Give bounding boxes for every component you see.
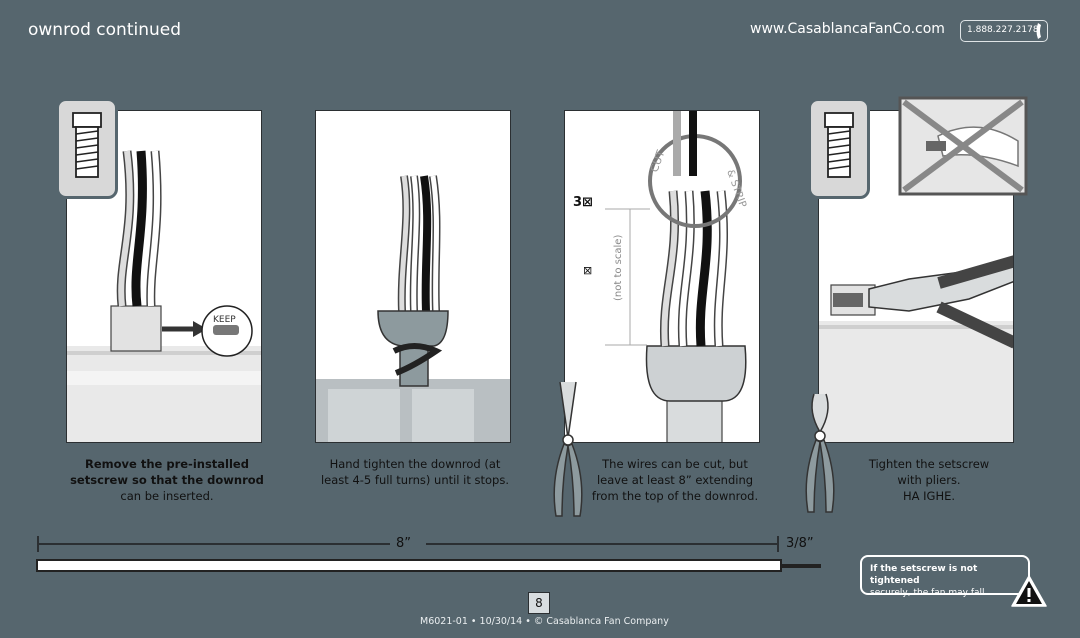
cut-label: CUT (648, 148, 668, 174)
warning-box: If the setscrew is not tightened securel… (860, 555, 1030, 598)
caption-panel4-line3: HA IGHE. (902, 489, 956, 503)
caption-panel4: Tighten the setscrew with pliers. HA IGH… (824, 456, 1034, 504)
bolt-icon (72, 112, 102, 178)
page-title: ownrod continued (28, 20, 181, 40)
caption-panel1-bold: Remove the pre-installed setscrew so tha… (70, 457, 264, 487)
caption-panel4-line2: with pliers. (897, 473, 961, 487)
setscrew-badge-left (56, 98, 118, 199)
scale-note: (not to scale) (613, 235, 624, 301)
setscrew-badge-right (808, 98, 870, 199)
box-glyph: ⊠ (583, 264, 592, 277)
caption-panel2-line1: Hand tighten the downrod (at (329, 457, 501, 471)
panel2-illustration (316, 175, 510, 442)
caption-panel3: The wires can be cut, but leave at least… (570, 456, 780, 504)
page-number: 8 (528, 592, 550, 614)
warning-rest: securely, the fan may fall. (870, 588, 988, 598)
wrong-way-crossed-icon (898, 96, 1028, 196)
pliers-icon (805, 393, 835, 513)
ruler-label-8: 8” (396, 536, 412, 551)
measurement-ruler (36, 536, 821, 572)
caption-panel2: Hand tighten the downrod (at least 4-5 f… (310, 456, 520, 488)
footer: M6021-01 • 10/30/14 • © Casablanca Fan C… (420, 616, 669, 627)
panel-hand-tighten (315, 110, 511, 443)
phone-icon (1036, 23, 1041, 39)
caption-panel1: Remove the pre-installed setscrew so tha… (62, 456, 272, 504)
website-link[interactable]: www.CasablancaFanCo.com (750, 21, 945, 37)
panel3-illustration: CUT & STRIP (not to scale) ⊠ 3⊠ (573, 111, 748, 442)
panel-remove-setscrew: KEEP (66, 110, 262, 443)
strip-label: & STRIP (724, 168, 748, 209)
caption-panel1-rest: can be inserted. (120, 489, 214, 503)
warning-icon (1011, 575, 1047, 607)
caption-panel2-line2: least 4-5 full turns) until it stops. (320, 473, 509, 487)
caption-panel3-line2: leave at least 8” extending (596, 473, 754, 487)
caption-panel4-line1: Tighten the setscrew (868, 457, 990, 471)
ruler-label-3-8: 3/8” (786, 536, 814, 551)
phone-number: 1.888.227.2178 (960, 20, 1048, 42)
caption-panel3-line1: The wires can be cut, but (602, 457, 748, 471)
wire-stripper-icon (553, 381, 583, 517)
caption-panel3-line3: from the top of the downrod. (591, 489, 759, 503)
keep-label: KEEP (213, 315, 236, 325)
measure-label: 3⊠ (573, 195, 593, 210)
bolt-icon (824, 112, 854, 178)
panel1-illustration: KEEP (67, 150, 261, 442)
phone-text: 1.888.227.2178 (967, 25, 1039, 35)
panel-cut-wires: CUT & STRIP (not to scale) ⊠ 3⊠ (564, 110, 760, 443)
warning-bold: If the setscrew is not tightened (870, 564, 978, 586)
